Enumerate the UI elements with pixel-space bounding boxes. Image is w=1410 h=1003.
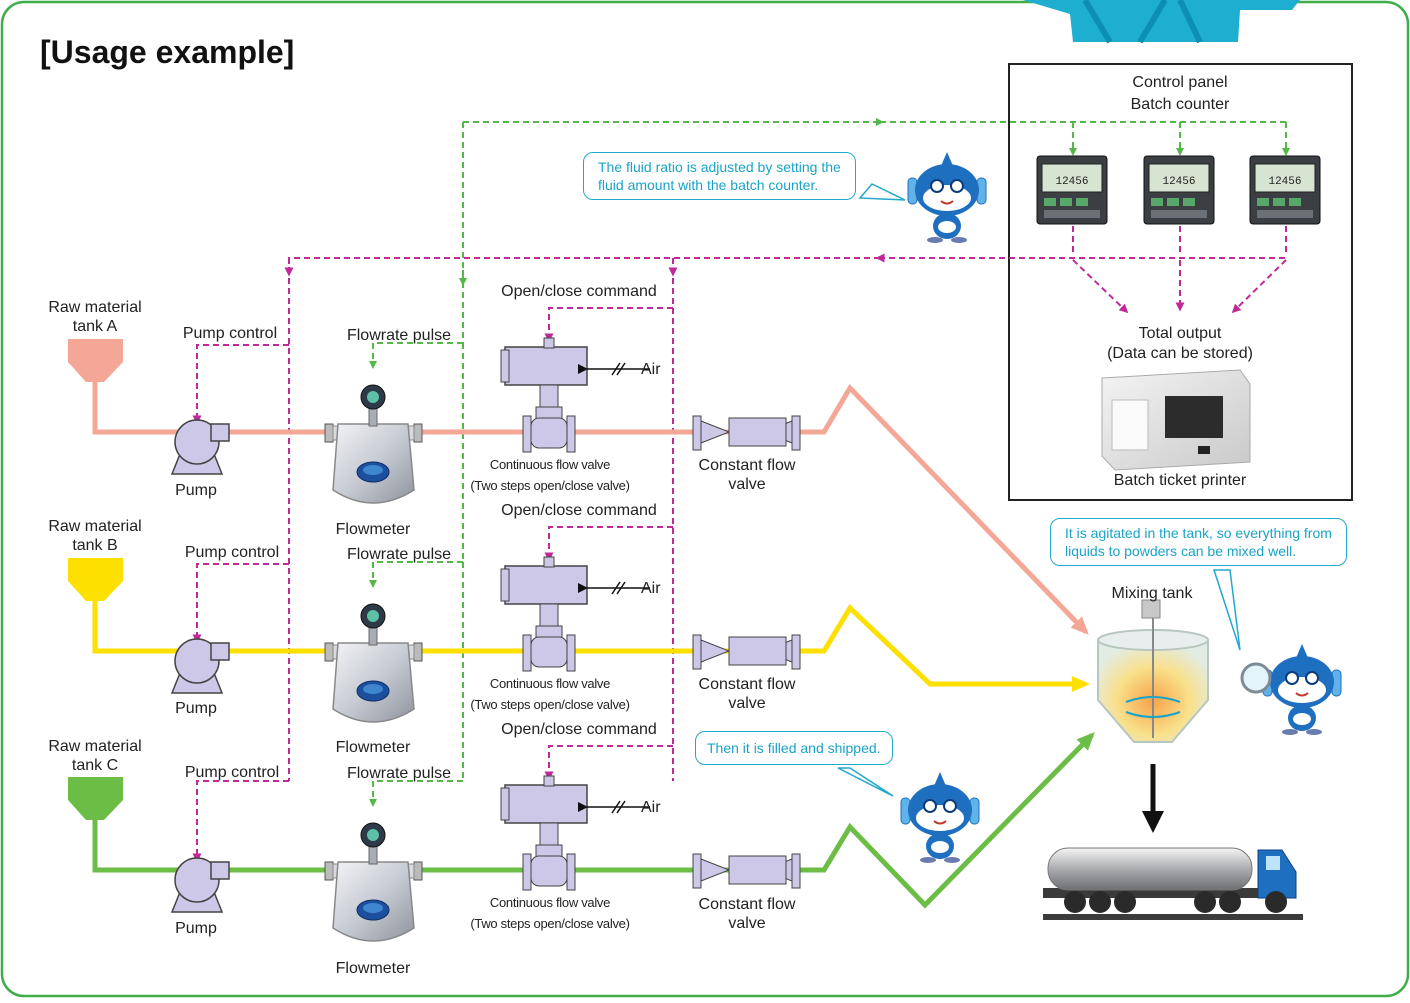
continuous-flow-valve-sub: (Two steps open/close valve) xyxy=(470,697,630,712)
mascot-icon xyxy=(900,771,980,864)
flowrate-pulse-label: Flowrate pulse xyxy=(346,765,452,782)
callout-agitate: It is agitated in the tank, so everythin… xyxy=(1050,518,1347,566)
tank-c-label-line2: tank C xyxy=(71,757,119,774)
constant-flow-valve-label-line2: valve xyxy=(728,476,766,493)
pulse-signal-lines xyxy=(369,118,1290,807)
line-a-pipe xyxy=(92,380,1089,635)
tanker-truck-icon xyxy=(1043,847,1303,920)
flowmeter-label: Flowmeter xyxy=(335,521,411,538)
constant-flow-valve-label: Constant flow xyxy=(698,896,796,913)
page-title: [Usage example] xyxy=(40,34,295,70)
continuous-flow-valve-label: Continuous flow valve xyxy=(489,676,611,691)
batch-counter-icon xyxy=(1249,155,1321,225)
line-b-pipe xyxy=(92,598,1090,692)
constant-flow-valve-label-line2: valve xyxy=(728,695,766,712)
control-panel-title: Control panel xyxy=(1132,74,1228,91)
batch-ticket-printer-icon xyxy=(1101,369,1251,471)
tank-c-label: Raw material xyxy=(48,738,142,755)
mascot-icon xyxy=(907,152,987,243)
callout-line: The fluid ratio is adjusted by setting t… xyxy=(598,159,841,175)
open-close-command-label: Open/close command xyxy=(501,721,657,738)
constant-flow-valve-label: Constant flow xyxy=(698,457,796,474)
bubble-tail xyxy=(858,183,906,201)
continuous-flow-valve-sub: (Two steps open/close valve) xyxy=(470,916,630,931)
control-panel-subtitle: Batch counter xyxy=(1130,96,1230,113)
callout-line: It is agitated in the tank, so everythin… xyxy=(1065,525,1332,541)
pump-icon xyxy=(170,419,230,475)
continuous-flow-valve-sub: (Two steps open/close valve) xyxy=(470,478,630,493)
pump-control-label: Pump control xyxy=(184,544,280,561)
flowrate-pulse-label: Flowrate pulse xyxy=(346,327,452,344)
callout-line: fluid amount with the batch counter. xyxy=(598,177,819,193)
batch-counter-icon xyxy=(1143,155,1215,225)
batch-ticket-printer-label: Batch ticket printer xyxy=(1113,472,1247,489)
continuous-flow-valve-label: Continuous flow valve xyxy=(489,895,611,910)
callout-ship: Then it is filled and shipped. xyxy=(695,731,893,765)
control-panel-box xyxy=(1008,63,1353,501)
tank-b-label: Raw material xyxy=(48,518,142,535)
process-lines xyxy=(92,380,1095,909)
tank-a-label-line2: tank A xyxy=(72,318,118,335)
line-c-pipe xyxy=(92,732,1095,909)
pump-control-label: Pump control xyxy=(182,325,278,342)
flowmeter-label: Flowmeter xyxy=(335,739,411,756)
flowmeter-icon xyxy=(324,384,423,504)
control-signal-lines xyxy=(192,196,1287,863)
tank-c-hopper xyxy=(68,777,123,820)
pump-control-label: Pump control xyxy=(184,764,280,781)
counter-display: 12456 xyxy=(1055,176,1088,188)
tank-a-hopper xyxy=(68,339,123,382)
equipment-row-a xyxy=(170,337,801,504)
air-label: Air xyxy=(641,361,661,378)
open-close-command-label: Open/close command xyxy=(501,502,657,519)
constant-flow-valve-icon xyxy=(692,415,801,451)
continuous-flow-valve-label: Continuous flow valve xyxy=(489,457,611,472)
mixing-tank-icon xyxy=(1097,599,1209,743)
batch-counter-icon: 12456 xyxy=(1036,155,1108,225)
total-output-label: Total output xyxy=(1138,325,1222,342)
total-output-note: (Data can be stored) xyxy=(1107,345,1253,362)
tank-b-label-line2: tank B xyxy=(72,537,118,554)
mascot-with-magnifier-icon xyxy=(1240,643,1342,736)
callout-line: liquids to powders can be mixed well. xyxy=(1065,543,1297,559)
pump-label: Pump xyxy=(175,482,217,499)
air-label: Air xyxy=(641,580,661,597)
pump-label: Pump xyxy=(175,700,217,717)
bubble-tail xyxy=(1212,569,1241,651)
tank-a-label: Raw material xyxy=(48,299,142,316)
constant-flow-valve-label: Constant flow xyxy=(698,676,796,693)
bubble-tail xyxy=(837,767,894,797)
mascot-header-image xyxy=(1023,0,1300,44)
flowrate-pulse-label: Flowrate pulse xyxy=(346,546,452,563)
tank-b-hopper xyxy=(68,558,123,601)
pump-label: Pump xyxy=(175,920,217,937)
open-close-command-label: Open/close command xyxy=(501,283,657,300)
callout-fluid-ratio: The fluid ratio is adjusted by setting t… xyxy=(583,152,856,200)
air-label: Air xyxy=(641,799,661,816)
continuous-flow-valve-icon xyxy=(500,337,650,453)
flowmeter-label: Flowmeter xyxy=(335,960,411,977)
mixing-tank-label: Mixing tank xyxy=(1111,585,1193,602)
constant-flow-valve-label-line2: valve xyxy=(728,915,766,932)
